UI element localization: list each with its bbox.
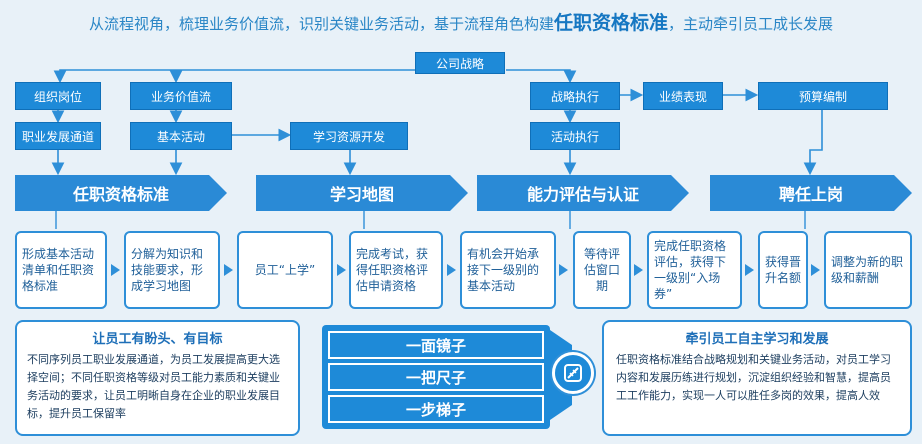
step-text: 形成基本活动清单和任职资格标准 xyxy=(22,247,95,293)
company-strategy-label: 公司战略 xyxy=(435,56,484,71)
learning-dev-box: 学习资源开发 xyxy=(290,122,408,150)
ruler-glyph-icon xyxy=(564,364,582,382)
arrow-icon xyxy=(447,264,456,276)
step-text: 完成任职资格评估，获得下一级别“入场券” xyxy=(654,239,727,301)
org-position-box: 组织岗位 xyxy=(15,82,101,110)
left-panel-body: 不同序列员工职业发展通道，为员工发展提高更大选择空间；不同任职资格等级对员工能力… xyxy=(27,353,280,420)
learning-dev-label: 学习资源开发 xyxy=(312,129,385,144)
step-text: 完成考试，获得任职资格评估申请资格 xyxy=(356,247,429,293)
step-9: 调整为新的职级和薪酬 xyxy=(824,231,912,309)
step-text: 员工“上学” xyxy=(254,263,316,277)
stage-label: 能力评估与认证 xyxy=(526,185,639,204)
budget-box: 预算编制 xyxy=(758,82,888,110)
arrow-icon xyxy=(559,264,568,276)
arrow-icon xyxy=(337,264,346,276)
step-1: 形成基本活动清单和任职资格标准 xyxy=(15,231,107,309)
arrow-icon xyxy=(634,264,643,276)
headline-emphasis: 任职资格标准 xyxy=(553,12,668,34)
center-item-label: 一把尺子 xyxy=(405,368,466,387)
org-position-label: 组织岗位 xyxy=(33,89,82,104)
career-path-box: 职业发展通道 xyxy=(15,122,101,150)
strategy-exec-box: 战略执行 xyxy=(530,82,620,110)
headline-suffix: ，主动牵引员工成长发展 xyxy=(668,15,834,33)
right-panel-body: 任职资格标准结合战略规划和关键业务活动，对员工学习内容和发展历练进行规划，沉淀组… xyxy=(616,353,891,402)
basic-activity-label: 基本活动 xyxy=(156,129,205,144)
budget-label: 预算编制 xyxy=(798,89,847,104)
arrow-icon xyxy=(111,264,120,276)
stage-learning-map: 学习地图 xyxy=(256,175,468,211)
center-item-ladder: 一步梯子 xyxy=(328,395,544,423)
strategy-exec-label: 战略执行 xyxy=(550,89,599,104)
center-item-label: 一面镜子 xyxy=(405,336,466,355)
stage-label: 学习地图 xyxy=(329,185,394,204)
step-2: 分解为知识和技能要求，形成学习地图 xyxy=(124,231,220,309)
arrow-icon xyxy=(224,264,233,276)
step-text: 等待评估窗口期 xyxy=(583,247,620,293)
stage-assessment: 能力评估与认证 xyxy=(477,175,689,211)
step-8: 获得晋升名额 xyxy=(758,231,808,309)
value-stream-label: 业务价值流 xyxy=(150,89,211,104)
stage-label: 聘任上岗 xyxy=(778,185,843,204)
company-strategy-box: 公司战略 xyxy=(415,52,505,74)
step-text: 有机会开始承接下一级别的基本活动 xyxy=(467,247,540,293)
ruler-badge-icon xyxy=(552,352,594,394)
activity-exec-label: 活动执行 xyxy=(550,129,599,144)
stage-qualification-standard: 任职资格标准 xyxy=(15,175,227,211)
step-text: 分解为知识和技能要求，形成学习地图 xyxy=(131,247,204,293)
step-5: 有机会开始承接下一级别的基本活动 xyxy=(460,231,556,309)
step-text: 调整为新的职级和薪酬 xyxy=(831,255,904,285)
arrow-icon xyxy=(745,264,754,276)
step-text: 获得晋升名额 xyxy=(765,255,802,285)
performance-box: 业绩表现 xyxy=(643,82,723,110)
basic-activity-box: 基本活动 xyxy=(130,122,232,150)
left-panel-title: 让员工有盼头、有目标 xyxy=(92,332,223,347)
right-panel-title: 牵引员工自主学习和发展 xyxy=(685,332,829,347)
career-path-label: 职业发展通道 xyxy=(21,129,94,144)
step-7: 完成任职资格评估，获得下一级别“入场券” xyxy=(647,231,742,309)
stage-appointment: 聘任上岗 xyxy=(710,175,912,211)
performance-label: 业绩表现 xyxy=(658,89,707,104)
headline-prefix: 从流程视角，梳理业务价值流，识别关键业务活动，基于流程角色构建 xyxy=(88,15,554,33)
headline: 从流程视角，梳理业务价值流，识别关键业务活动，基于流程角色构建任职资格标准，主动… xyxy=(0,8,922,35)
stage-label: 任职资格标准 xyxy=(72,185,169,204)
center-item-mirror: 一面镜子 xyxy=(328,331,544,359)
arrow-icon xyxy=(811,264,820,276)
step-3: 员工“上学” xyxy=(237,231,333,309)
step-6: 等待评估窗口期 xyxy=(573,231,631,309)
center-item-label: 一步梯子 xyxy=(405,400,466,419)
left-panel: 让员工有盼头、有目标 不同序列员工职业发展通道，为员工发展提高更大选择空间；不同… xyxy=(15,320,300,436)
center-item-ruler: 一把尺子 xyxy=(328,363,544,391)
step-4: 完成考试，获得任职资格评估申请资格 xyxy=(349,231,443,309)
activity-exec-box: 活动执行 xyxy=(530,122,620,150)
value-stream-box: 业务价值流 xyxy=(130,82,232,110)
right-panel: 牵引员工自主学习和发展 任职资格标准结合战略规划和关键业务活动，对员工学习内容和… xyxy=(602,320,912,436)
